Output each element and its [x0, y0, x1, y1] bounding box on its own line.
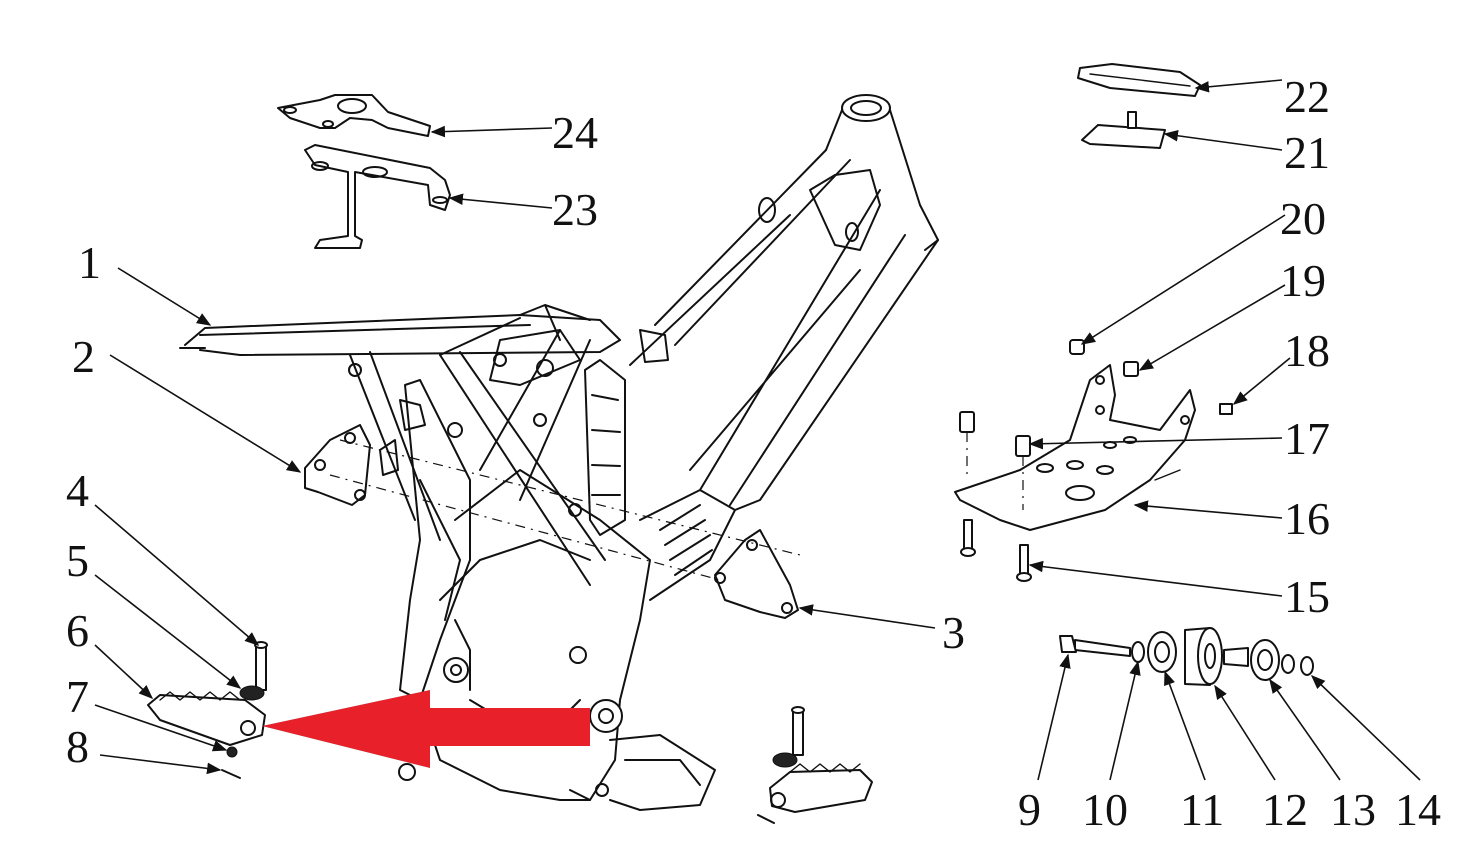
- label-8: 8: [66, 721, 89, 772]
- left-footpeg-assembly: [147, 641, 268, 779]
- part-3-engine-mount-plate: [714, 529, 799, 619]
- label-17: 17: [1284, 413, 1330, 464]
- label-22: 22: [1284, 71, 1330, 122]
- part-2-alignment-axis: [329, 474, 721, 581]
- part-22-pad: [1077, 63, 1201, 97]
- label-18: 18: [1284, 325, 1330, 376]
- label-6: 6: [66, 605, 89, 656]
- label-7: 7: [66, 671, 89, 722]
- label-14: 14: [1395, 784, 1441, 835]
- label-2: 2: [72, 331, 95, 382]
- part-2-engine-mount-plate: [304, 424, 371, 506]
- pivot-hardware-assembly: [1059, 627, 1314, 686]
- leader-lines: [94, 79, 1421, 781]
- label-10: 10: [1082, 784, 1128, 835]
- label-16: 16: [1284, 493, 1330, 544]
- label-13: 13: [1330, 784, 1376, 835]
- label-11: 11: [1180, 784, 1224, 835]
- part-24-bracket: [277, 94, 431, 137]
- label-19: 19: [1280, 255, 1326, 306]
- part-21-plate: [1081, 111, 1166, 149]
- label-20: 20: [1280, 193, 1326, 244]
- label-9: 9: [1018, 784, 1041, 835]
- part-23-bracket: [304, 144, 451, 249]
- part-3-alignment-axis: [339, 439, 801, 556]
- callout-labels: 1 2 3 4 5 6 7 8 9 10 11 12 13 14 15 16 1…: [66, 71, 1441, 835]
- red-pointer-arrow: [262, 690, 590, 768]
- label-3: 3: [942, 607, 965, 658]
- skid-plate-assembly: [954, 339, 1233, 582]
- label-5: 5: [66, 535, 89, 586]
- label-24: 24: [552, 107, 598, 158]
- label-23: 23: [552, 184, 598, 235]
- label-15: 15: [1284, 571, 1330, 622]
- label-4: 4: [66, 465, 89, 516]
- label-21: 21: [1284, 127, 1330, 178]
- label-12: 12: [1262, 784, 1308, 835]
- main-frame: [179, 94, 939, 811]
- label-1: 1: [78, 237, 101, 288]
- right-footpeg-assembly: [757, 706, 873, 824]
